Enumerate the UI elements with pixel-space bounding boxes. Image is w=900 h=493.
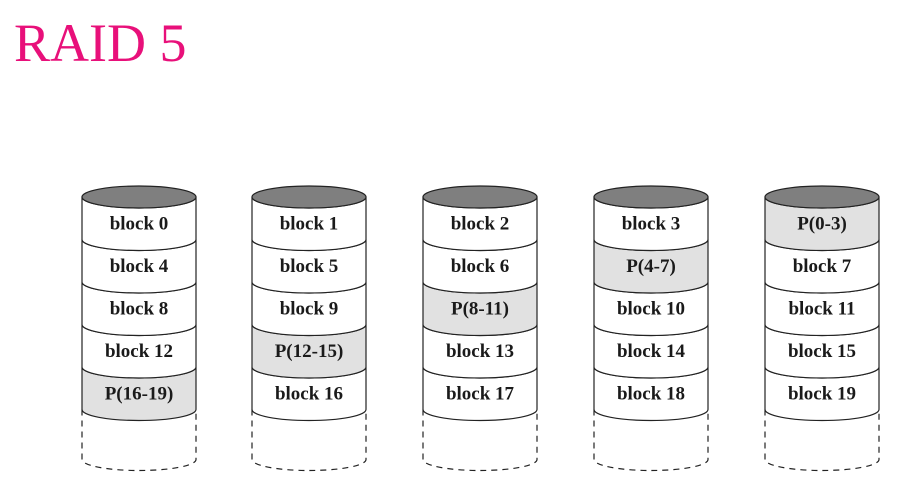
disk-0: P(16-19) block 12 block 8 block 4 block 0 (81, 185, 197, 472)
parity-block-label: P(16-19) (105, 383, 174, 404)
empty-disk-space (81, 409, 197, 472)
data-block-label: block 9 (280, 298, 339, 319)
data-block-label: block 1 (280, 213, 339, 234)
parity-block-label: P(0-3) (797, 213, 847, 234)
data-block-label: block 13 (446, 341, 514, 362)
parity-block-label: P(4-7) (626, 256, 676, 277)
data-block-label: block 5 (280, 256, 339, 277)
disk-top (422, 185, 538, 209)
data-block-label: block 0 (110, 213, 169, 234)
data-block-label: block 17 (446, 383, 515, 404)
data-block-label: block 16 (275, 383, 343, 404)
empty-disk-space (593, 409, 709, 472)
disk-4: block 19 block 15 block 11 block 7 P(0-3) (764, 185, 880, 472)
data-block-label: block 10 (617, 298, 685, 319)
data-block-label: block 15 (788, 341, 856, 362)
data-block-label: block 12 (105, 341, 173, 362)
parity-block-label: P(12-15) (275, 341, 344, 362)
page-title: RAID 5 (14, 13, 187, 73)
data-block-label: block 18 (617, 383, 685, 404)
empty-disk-space (764, 409, 880, 472)
data-block-label: block 14 (617, 341, 686, 362)
data-block-label: block 2 (451, 213, 510, 234)
disk-top (81, 185, 197, 209)
disk-top (251, 185, 367, 209)
disk-3: block 18 block 14 block 10 P(4-7) block 3 (593, 185, 709, 472)
empty-disk-space (422, 409, 538, 472)
parity-block-label: P(8-11) (451, 298, 509, 319)
data-block-label: block 19 (788, 383, 856, 404)
data-block-label: block 6 (451, 256, 510, 277)
data-block-label: block 4 (110, 256, 169, 277)
disk-top (764, 185, 880, 209)
data-block-label: block 3 (622, 213, 681, 234)
data-block-label: block 8 (110, 298, 169, 319)
disk-top (593, 185, 709, 209)
empty-disk-space (251, 409, 367, 472)
disk-1: block 16 P(12-15) block 9 block 5 block 1 (251, 185, 367, 472)
data-block-label: block 11 (788, 298, 855, 319)
data-block-label: block 7 (793, 256, 852, 277)
disk-2: block 17 block 13 P(8-11) block 6 block 2 (422, 185, 538, 472)
